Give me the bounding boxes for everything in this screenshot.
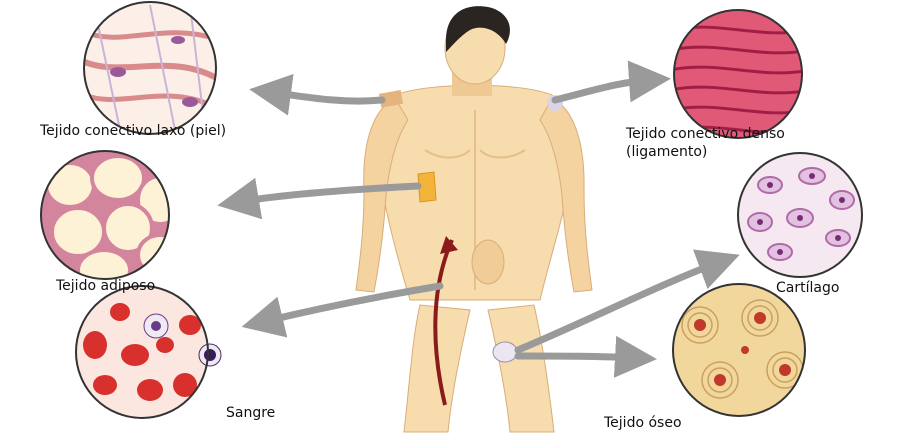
label-loose-connective: Tejido conectivo laxo (piel): [40, 123, 226, 140]
adipose-tissue-image: [41, 151, 182, 290]
loose-connective-tissue-image: [80, 2, 220, 134]
label-bone: Tejido óseo: [604, 415, 682, 432]
label-cartilage: Cartílago: [776, 280, 839, 297]
arrow-to-blood: [262, 286, 440, 322]
blood-tissue-image: [76, 286, 221, 418]
label-dense-connective: Tejido conectivo denso: [626, 126, 785, 143]
label-adipose: Tejido adiposo: [56, 278, 155, 295]
knee-joint: [493, 342, 517, 362]
bone-tissue-image: [673, 284, 805, 416]
arrow-to-loose-connective: [270, 92, 382, 101]
right-leg: [488, 305, 554, 432]
label-blood: Sangre: [226, 405, 275, 422]
arrow-to-dense-connective: [555, 80, 650, 100]
arrow-to-bone: [518, 356, 636, 358]
dense-connective-tissue-image: [670, 10, 810, 138]
human-figure: [356, 6, 592, 432]
cartilage-tissue-image: [738, 153, 862, 277]
label-dense-connective-sub: (ligamento): [626, 144, 707, 161]
